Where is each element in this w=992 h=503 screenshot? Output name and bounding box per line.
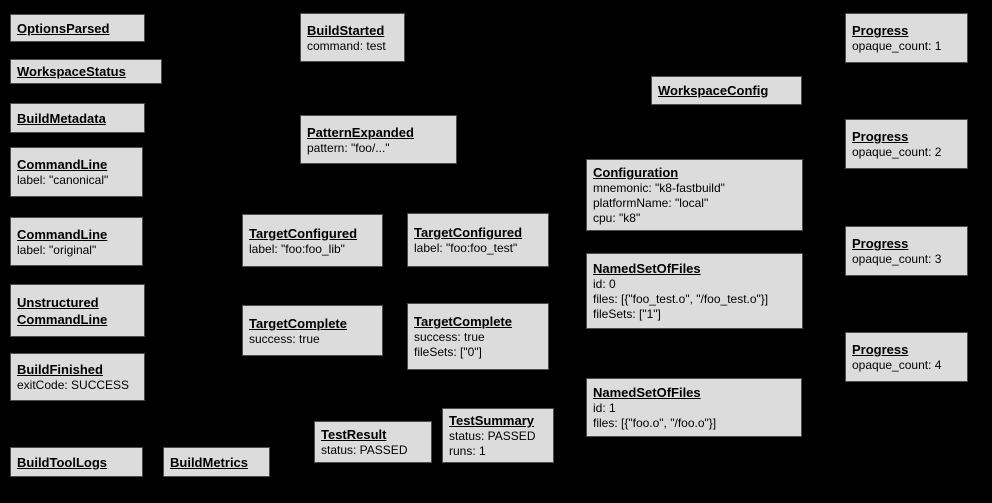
node-attr: pattern: "foo/..." [307,140,390,155]
node-title: BuildFinished [17,362,103,377]
node-title: BuildToolLogs [17,454,108,470]
node-title: OptionsParsed [17,20,110,36]
node-attr: opaque_count: 4 [852,358,942,372]
node-attr: fileSets: ["0"] [414,345,482,359]
node-attr: success: true [249,331,320,346]
node-attr: cpu: "k8" [593,211,641,225]
node-buildmetadata-2: BuildMetadata [10,103,145,133]
node-workspaceconfig-17: WorkspaceConfig [651,76,802,105]
node-buildmetrics-8: BuildMetrics [163,447,270,477]
node-attr: exitCode: SUCCESS [17,378,130,392]
node-title: TargetConfigured [249,225,358,241]
node-attr: opaque_count: 3 [852,252,942,266]
node-attr: label: "foo:foo_test" [414,241,518,255]
node-title: NamedSetOfFiles [593,385,701,400]
node-attr: success: true [414,330,485,344]
node-title: Configuration [593,165,679,180]
node-title: TargetComplete [414,314,512,329]
node-title: BuildStarted [307,22,385,38]
node-title: TargetComplete [249,315,347,331]
node-title: Progress [852,23,909,38]
node-attr: command: test [307,38,386,53]
node-buildtoollogs-7: BuildToolLogs [10,447,143,477]
node-title: CommandLine [17,226,108,242]
node-optionsparsed-0: OptionsParsed [10,14,145,42]
node-title: Progress [852,236,909,251]
node-workspacestatus-1: WorkspaceStatus [10,59,162,84]
node-title: TestResult [321,427,387,442]
node-attr: opaque_count: 1 [852,39,942,53]
node-attr: files: [{"foo.o", "/foo.o"}] [593,416,717,430]
node-title: BuildMetrics [170,454,249,470]
node-title: CommandLine [17,157,108,172]
node-title: BuildMetadata [17,110,106,126]
node-attr: runs: 1 [449,444,486,458]
node-title: Progress [852,342,909,357]
node-attr: status: PASSED [449,429,536,443]
node-attr: platformName: "local" [593,196,709,210]
node-attr: label: "original" [17,242,97,257]
node-attr: mnemonic: "k8-fastbuild" [593,181,725,195]
node-title: TestSummary [449,413,535,428]
node-attr: label: "canonical" [17,173,109,187]
node-attr: files: [{"foo_test.o", "/foo_test.o"}] [593,292,769,306]
node-attr: label: "foo:foo_lib" [249,241,345,256]
node-attr: status: PASSED [321,443,408,457]
node-title: PatternExpanded [307,124,414,140]
node-unstructured-commandline-5: Unstructured CommandLine [10,284,145,337]
node-title: TargetConfigured [414,225,523,240]
node-title: WorkspaceStatus [17,64,126,79]
node-attr: id: 0 [593,277,616,291]
node-title: Unstructured CommandLine [17,294,108,327]
node-title: WorkspaceConfig [658,83,769,98]
node-title: Progress [852,129,909,144]
node-attr: id: 1 [593,401,616,415]
node-title: NamedSetOfFiles [593,261,701,276]
node-attr: opaque_count: 2 [852,145,942,159]
node-attr: fileSets: ["1"] [593,307,661,321]
